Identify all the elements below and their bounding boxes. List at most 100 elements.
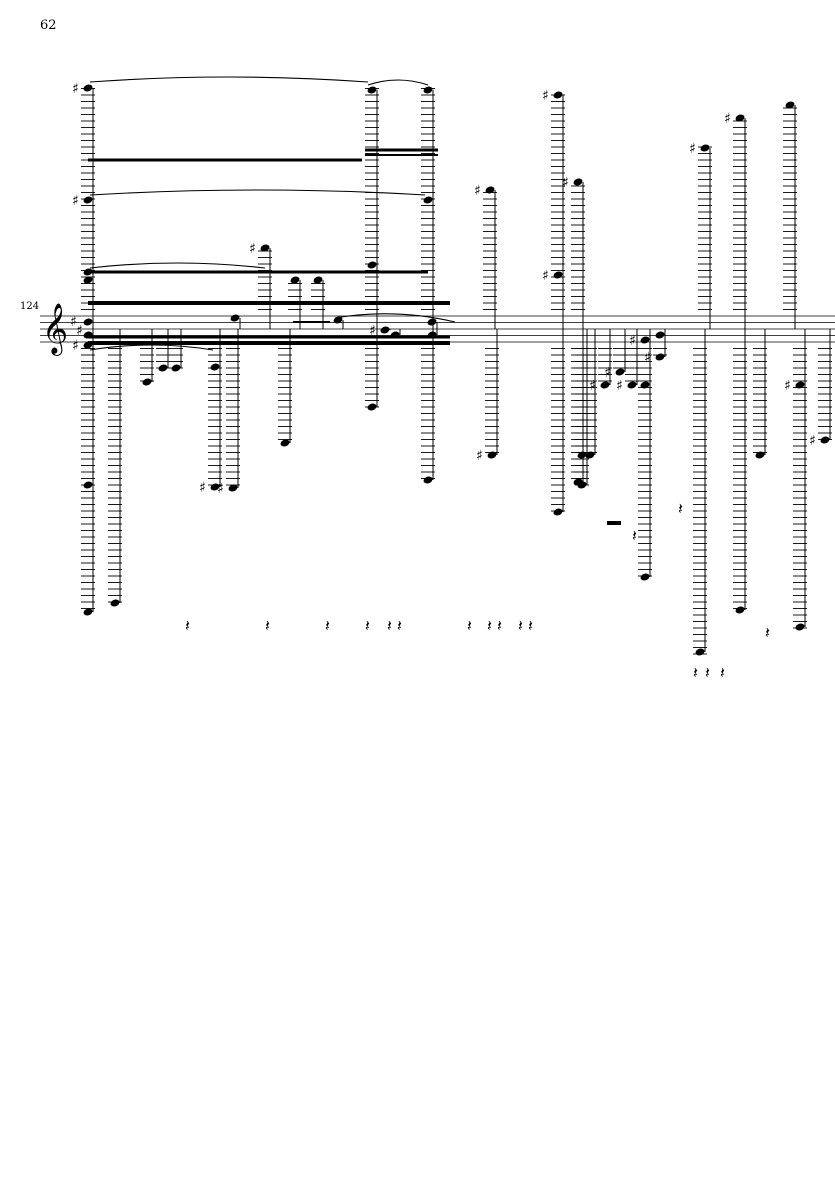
notehead [142, 378, 152, 386]
notehead [83, 276, 93, 284]
svg-text:♯: ♯ [70, 314, 77, 330]
quarter-rest-icon: 𝄽 [497, 616, 502, 635]
notehead [290, 276, 300, 284]
notehead [83, 196, 93, 204]
sharp-icon: ♯ [542, 268, 549, 284]
notehead [577, 451, 587, 459]
notehead [83, 608, 93, 616]
notehead [83, 318, 93, 326]
notehead [427, 318, 437, 326]
sharp-icon: ♯ [562, 175, 569, 191]
notehead [210, 363, 220, 371]
notehead [627, 381, 637, 389]
tie [89, 189, 426, 196]
tie [334, 313, 456, 323]
notehead [640, 336, 650, 344]
sharp-icon: ♯ [199, 480, 206, 496]
notehead [171, 364, 181, 372]
notehead [640, 381, 650, 389]
notehead [820, 436, 830, 444]
notehead [487, 451, 497, 459]
sharp-icon: ♯ [217, 481, 224, 497]
notehead [600, 381, 610, 389]
quarter-rest-icon: 𝄽 [387, 616, 392, 635]
notehead [577, 481, 587, 489]
notehead [735, 114, 745, 122]
quarter-rest-icon: 𝄽 [487, 616, 492, 635]
quarter-rest-icon: 𝄽 [705, 663, 710, 682]
notehead [380, 326, 390, 334]
sharp-icon: ♯ [644, 350, 651, 366]
sharp-icon: ♯ [604, 365, 611, 381]
notehead [640, 573, 650, 581]
notehead [755, 451, 765, 459]
treble-clef-icon: 𝄞 [42, 303, 68, 356]
sharp-icon: ♯ [476, 448, 483, 464]
tie [89, 344, 214, 351]
notehead [367, 86, 377, 94]
notehead [735, 606, 745, 614]
notehead [228, 484, 238, 492]
notehead [615, 368, 625, 376]
quarter-rest-icon: 𝄽 [185, 616, 190, 635]
sharp-icon: ♯ [589, 378, 596, 394]
notehead [83, 481, 93, 489]
sharp-icon: ♯ [72, 338, 79, 354]
notehead [700, 144, 710, 152]
notehead [367, 261, 377, 269]
quarter-rest-icon: 𝄽 [467, 616, 472, 635]
notehead [573, 178, 583, 186]
quarter-rest-icon: 𝄽 [678, 499, 683, 518]
tie [367, 79, 429, 86]
notehead [655, 331, 665, 339]
notehead [553, 508, 563, 516]
notehead [655, 353, 665, 361]
page-number: 62 [40, 18, 57, 33]
sharp-icon: ♯ [542, 88, 549, 104]
notes-layer: ♯♯♯♯♯♯♯♯♯♯♯♯♯♯♯♯♯♯♯♯♯ [72, 81, 832, 656]
notehead [210, 483, 220, 491]
quarter-rest-icon: 𝄽 [528, 616, 533, 635]
beams-layer [88, 76, 456, 351]
tie [89, 262, 266, 269]
notehead [423, 196, 433, 204]
quarter-rest-icon: 𝄽 [632, 526, 637, 545]
tie [89, 76, 369, 83]
quarter-rest-icon: 𝄽 [765, 623, 770, 642]
sharp-icon: ♯ [249, 241, 256, 257]
quarter-rest-icon: 𝄽 [518, 616, 523, 635]
half-rest-icon [607, 521, 621, 525]
measure-number: 124 [20, 301, 40, 312]
sharp-icon: ♯ [809, 433, 816, 449]
notehead [795, 381, 805, 389]
key-signature: ♯ ♯ [70, 314, 83, 339]
sharp-icon: ♯ [689, 141, 696, 157]
notehead [110, 599, 120, 607]
notehead [795, 623, 805, 631]
notehead [485, 186, 495, 194]
notehead [158, 364, 168, 372]
notehead [553, 271, 563, 279]
sharp-icon: ♯ [72, 193, 79, 209]
notehead [423, 86, 433, 94]
notehead [785, 101, 795, 109]
sharp-icon: ♯ [724, 111, 731, 127]
sharp-icon: ♯ [369, 323, 376, 339]
svg-text:𝄞: 𝄞 [42, 303, 68, 356]
sharp-icon: ♯ [616, 378, 623, 394]
notehead [695, 648, 705, 656]
notehead [553, 91, 563, 99]
notehead [230, 314, 240, 322]
svg-text:♯: ♯ [76, 323, 83, 339]
quarter-rest-icon: 𝄽 [365, 616, 370, 635]
sharp-icon: ♯ [629, 333, 636, 349]
notehead [367, 403, 377, 411]
sharp-icon: ♯ [72, 81, 79, 97]
sharp-icon: ♯ [784, 378, 791, 394]
quarter-rest-icon: 𝄽 [693, 663, 698, 682]
quarter-rest-icon: 𝄽 [397, 616, 402, 635]
notehead [83, 84, 93, 92]
notehead [313, 276, 323, 284]
quarter-rest-icon: 𝄽 [720, 663, 725, 682]
